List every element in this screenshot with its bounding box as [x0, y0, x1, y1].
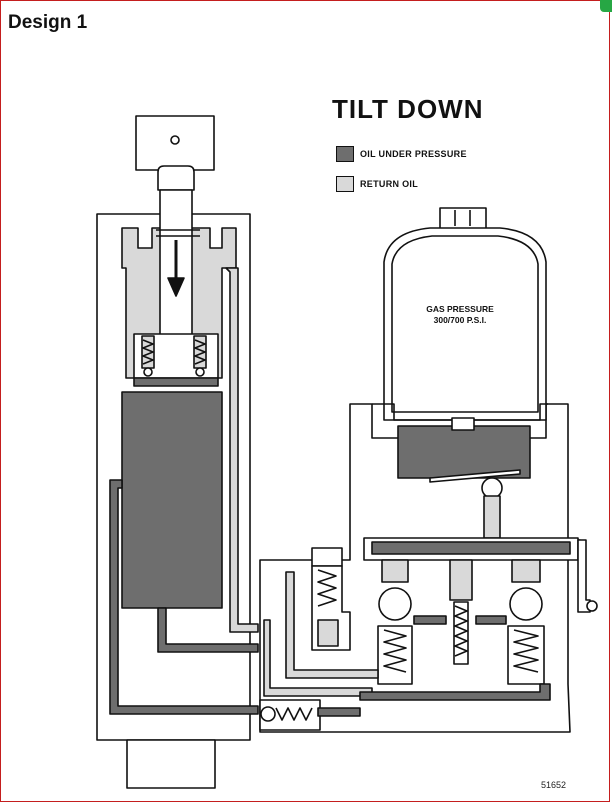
check-ball-right [195, 367, 205, 377]
accumulator-passage [483, 495, 501, 539]
accumulator-cap [439, 207, 487, 231]
manifold-pressure-link-1 [413, 615, 447, 625]
check-ball-left [143, 367, 153, 377]
figure-number: 51652 [541, 780, 567, 790]
piston-seal [133, 377, 219, 387]
poppet-valve-2 [449, 559, 473, 665]
accumulator-check-ball [481, 477, 503, 499]
accumulator-piston-stem [451, 417, 475, 431]
relief-valve-cap [311, 547, 343, 567]
pressure-passage-outer [109, 479, 259, 715]
corner-marker [600, 0, 612, 12]
manifold-return-channel [263, 619, 373, 697]
relief-valve-spring [317, 569, 337, 607]
lower-check-valve-body [259, 699, 321, 731]
poppet-valve-1 [377, 559, 413, 685]
relief-spring-right [194, 339, 206, 365]
poppet-valve-3 [507, 559, 545, 685]
rod-nut [157, 165, 195, 191]
cylinder-base [126, 739, 216, 789]
legend-label-return: RETURN OIL [360, 179, 418, 189]
lower-check-spring [275, 707, 313, 721]
accumulator-oil-chamber [397, 425, 531, 479]
legend-label-pressure: OIL UNDER PRESSURE [360, 149, 467, 159]
legend-swatch-return [336, 176, 354, 192]
gas-pressure-label: GAS PRESSURE 300/700 P.S.I. [415, 304, 505, 326]
lower-check-ball [260, 706, 276, 722]
return-passage-cylinder [225, 267, 259, 633]
legend-item-pressure: OIL UNDER PRESSURE [336, 146, 467, 162]
lower-chamber [121, 391, 223, 609]
rod-cap-hole [170, 135, 180, 145]
accumulator-lever [429, 469, 521, 483]
gas-pressure-line2: 300/700 P.S.I. [433, 315, 487, 325]
legend-item-return: RETURN OIL [336, 176, 418, 192]
lower-check-outlet [317, 707, 361, 717]
design-title: Design 1 [8, 12, 88, 33]
manifold-pressure-return [359, 683, 551, 701]
gas-pressure-line1: GAS PRESSURE [426, 304, 494, 314]
manifold-pressure-link-2 [475, 615, 507, 625]
manifold-return-passage [285, 571, 379, 679]
relief-spring-left [142, 339, 154, 365]
accumulator-inner-wall [391, 235, 539, 413]
gallery-oil [371, 541, 571, 555]
pressure-passage-lower [157, 607, 259, 653]
relief-valve-spool [317, 619, 339, 647]
release-knob-icon [586, 600, 598, 612]
manual-release-knob [577, 539, 591, 613]
diagram-title: TILT DOWN [332, 94, 484, 124]
down-arrow-icon [167, 277, 185, 297]
legend-swatch-pressure [336, 146, 354, 162]
